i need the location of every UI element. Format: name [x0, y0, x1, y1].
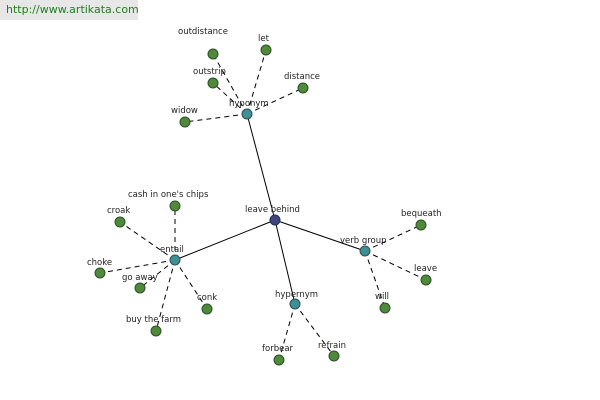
- node-refrain[interactable]: [328, 350, 340, 362]
- edge-entail-buy-the-farm: [155, 259, 176, 332]
- label-choke: choke: [87, 258, 112, 268]
- edge-hyponym-outdistance: [212, 53, 248, 115]
- node-croak[interactable]: [114, 216, 126, 228]
- label-go-away: go away: [122, 273, 158, 283]
- label-outdistance: outdistance: [178, 27, 228, 37]
- label-group-entail: entail: [160, 245, 184, 255]
- edge-hyponym-distance: [246, 87, 304, 115]
- edge-entail-conk: [174, 259, 208, 310]
- label-bequeath: bequeath: [401, 209, 442, 219]
- label-group-verb-group: verb group: [340, 236, 387, 246]
- label-let: let: [258, 34, 270, 44]
- label-forbear: forbear: [262, 344, 294, 354]
- label-group-hyponym: hyponym: [229, 99, 269, 109]
- edge-hyponym-outstrip: [212, 82, 248, 115]
- label-cash-in-one-s-chips: cash in one's chips: [128, 190, 209, 200]
- node-cash-in-one-s-chips[interactable]: [169, 200, 181, 212]
- node-bequeath[interactable]: [415, 219, 427, 231]
- label-croak: croak: [107, 206, 130, 216]
- edge-hyponym-let: [246, 49, 267, 115]
- node-outdistance[interactable]: [207, 48, 219, 60]
- edge-hyponym-widow: [184, 113, 248, 123]
- node-group-entail[interactable]: [169, 254, 181, 266]
- label-distance: distance: [284, 72, 320, 82]
- node-leave[interactable]: [420, 274, 432, 286]
- labels-layer: leave behind hyponym outdistance let outstri…: [87, 27, 442, 354]
- label-will: will: [375, 292, 389, 302]
- node-buy-the-farm[interactable]: [150, 325, 162, 337]
- node-group-verb-group[interactable]: [359, 245, 371, 257]
- label-outstrip: outstrip: [193, 67, 226, 77]
- node-go-away[interactable]: [134, 282, 146, 294]
- edge-center-hypernym: [274, 219, 296, 305]
- nodes-layer: [94, 44, 432, 366]
- edge-entail-croak: [119, 221, 176, 261]
- edge-hypernym-forbear: [278, 303, 296, 361]
- label-conk: conk: [197, 293, 217, 303]
- node-let[interactable]: [260, 44, 272, 56]
- label-refrain: refrain: [318, 341, 346, 351]
- edge-entail-go-away: [139, 259, 176, 289]
- label-widow: widow: [171, 106, 198, 116]
- label-center: leave behind: [245, 205, 300, 215]
- edges-layer: [99, 49, 427, 361]
- node-distance[interactable]: [297, 82, 309, 94]
- node-will[interactable]: [379, 302, 391, 314]
- node-outstrip[interactable]: [207, 77, 219, 89]
- source-url[interactable]: http://www.artikata.com: [0, 0, 139, 20]
- label-group-hypernym: hypernym: [275, 290, 318, 300]
- edge-verb-group-bequeath: [364, 224, 422, 252]
- edge-center-verb-group: [274, 219, 366, 252]
- node-forbear[interactable]: [273, 354, 285, 366]
- edge-verb-group-leave: [364, 250, 427, 281]
- node-widow[interactable]: [179, 116, 191, 128]
- label-leave: leave: [414, 264, 437, 274]
- edge-entail-choke: [99, 259, 176, 274]
- edge-center-entail: [174, 219, 276, 261]
- edge-center-hyponym: [246, 113, 276, 221]
- label-buy-the-farm: buy the farm: [126, 315, 181, 325]
- node-choke[interactable]: [94, 267, 106, 279]
- edge-hypernym-refrain: [294, 303, 335, 357]
- node-conk[interactable]: [201, 303, 213, 315]
- node-group-hypernym[interactable]: [289, 298, 301, 310]
- node-center[interactable]: [269, 214, 281, 226]
- node-group-hyponym[interactable]: [241, 108, 253, 120]
- edge-verb-group-will: [364, 250, 386, 309]
